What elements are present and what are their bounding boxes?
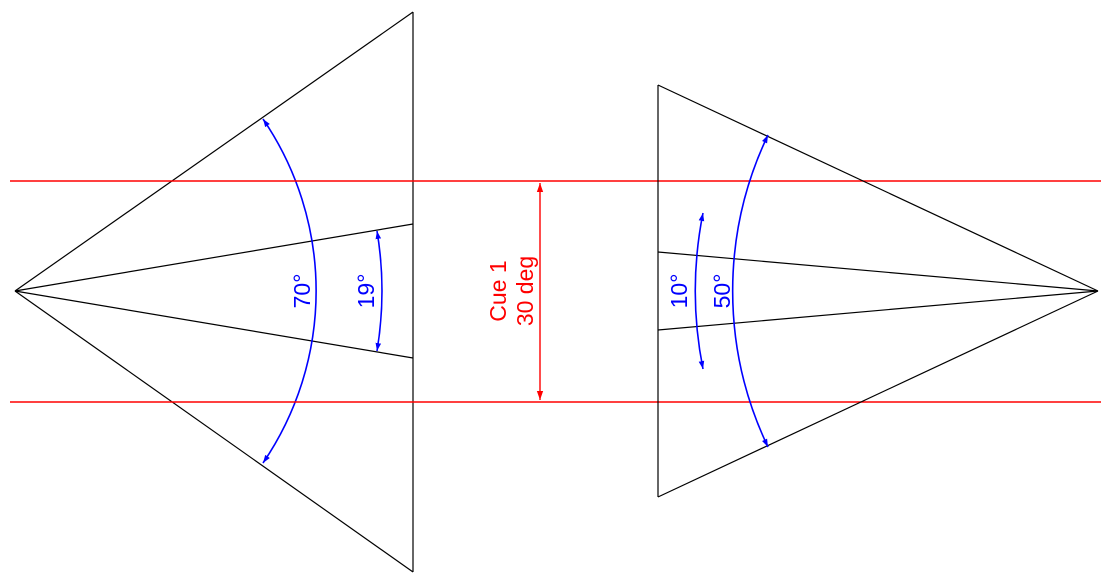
right-cone: 10° 50° — [657, 84, 1099, 498]
left-cone-inner-lower-edge — [14, 290, 414, 359]
left-inner-angle-label: 19° — [353, 274, 379, 309]
left-cone-outer-upper-edge — [14, 11, 414, 292]
right-cone-outer-upper-edge — [657, 84, 1099, 292]
cue-band: Cue 1 30 deg — [10, 180, 1101, 403]
left-outer-angle-arc — [262, 118, 317, 464]
left-outer-angle-label: 70° — [289, 274, 315, 309]
left-cone-inner-upper-edge — [14, 223, 414, 292]
right-inner-angle-label: 10° — [666, 274, 692, 309]
left-inner-angle-arc — [375, 230, 383, 352]
right-outer-angle-arc — [731, 134, 769, 448]
right-outer-angle-label: 50° — [709, 274, 735, 309]
right-cone-outer-lower-edge — [657, 290, 1099, 498]
right-inner-angle-arc — [694, 212, 705, 370]
right-cone-inner-upper-edge — [657, 251, 1099, 292]
left-cone-outer-lower-edge — [14, 290, 414, 573]
right-cone-inner-lower-edge — [657, 290, 1099, 331]
cue-name-label: Cue 1 — [485, 260, 511, 321]
left-cone: 70° 19° — [14, 11, 414, 573]
cue-width-label: 30 deg — [512, 256, 538, 326]
